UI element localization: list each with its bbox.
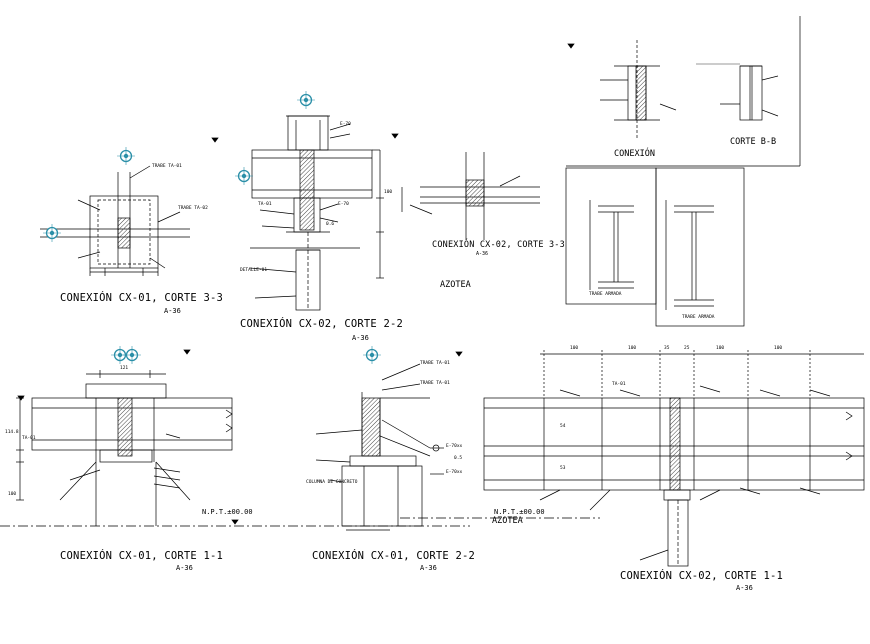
dim-100: 100 — [570, 346, 579, 351]
dim-54: 54 — [560, 424, 566, 429]
dim-0.6: 0.6 — [326, 222, 335, 227]
material-label: A-36 — [736, 584, 753, 592]
column-marker-icon — [116, 146, 136, 166]
label-trabe-armada: TRABE ARMADA — [589, 292, 622, 297]
label-columna-concreto: COLUMNA DE CONCRETO — [306, 480, 358, 485]
detail-cx02-corte-3-3 — [401, 152, 540, 240]
dim-121: 121 — [120, 366, 129, 371]
detail-cx01-corte-1-1 — [16, 370, 233, 526]
label-trabe-ta01: TRABE TA-01 — [420, 381, 450, 386]
detail-cx01-corte-3-3 — [40, 165, 190, 276]
detail-cx02-corte-2-2 — [249, 115, 384, 311]
label-ta01: TA-01 — [258, 202, 272, 207]
label-trabe-armada: TRABE ARMADA — [682, 315, 715, 320]
material-label: A-36 — [352, 334, 369, 342]
dim-114: 114.8 — [5, 430, 19, 435]
level-lines — [0, 517, 600, 527]
column-marker-icon — [296, 90, 316, 110]
dim-53: 53 — [560, 466, 566, 471]
dim-25: 25 — [684, 346, 690, 351]
detail-conexion — [566, 16, 801, 167]
material-label: A-36 — [176, 564, 193, 572]
label-e70: E-70 — [340, 122, 351, 127]
dim-35: 35 — [664, 346, 670, 351]
detail-trabe-armada — [565, 167, 745, 327]
label-e70: E-70 — [338, 202, 349, 207]
title-corte-b-b: CORTE B-B — [730, 137, 777, 147]
title-conexion: CONEXIÓN — [614, 149, 655, 159]
label-e70xx: E-70xx — [446, 470, 463, 475]
level-label-npt: N.P.T.±00.00 — [202, 508, 253, 516]
column-marker-icon — [122, 345, 142, 365]
label-trabe-ta01: TRABE TA-01 — [152, 164, 182, 169]
column-marker-icon — [362, 345, 382, 365]
title-cx01-corte-2-2: CONEXIÓN CX-01, CORTE 2-2 — [312, 550, 476, 562]
detail-cx02-corte-1-1 — [483, 350, 865, 567]
level-markers — [17, 43, 575, 525]
label-trabe-ta02: TRABE TA-02 — [178, 206, 208, 211]
dim-100: 100 — [774, 346, 783, 351]
title-cx01-corte-3-3: CONEXIÓN CX-01, CORTE 3-3 — [60, 292, 224, 304]
detail-cx01-corte-2-2 — [315, 363, 444, 531]
dim-100: 100 — [628, 346, 637, 351]
title-cx02-corte-3-3: CONEXIÓN CX-02, CORTE 3-3 — [432, 240, 565, 250]
dim-100: 100 — [384, 190, 393, 195]
column-marker-icon — [42, 223, 62, 243]
title-cx02-corte-2-2: CONEXIÓN CX-02, CORTE 2-2 — [240, 318, 404, 330]
level-label-azotea: AZOTEA — [440, 280, 471, 290]
level-label-azotea: AZOTEA — [492, 516, 523, 526]
level-label-npt: N.P.T.±00.00 — [494, 508, 545, 516]
label-detalle: DETALLE-01 — [240, 268, 268, 273]
title-cx02-corte-1-1: CONEXIÓN CX-02, CORTE 1-1 — [620, 570, 784, 582]
dim-100: 100 — [8, 492, 17, 497]
label-ta01: TA-01 — [612, 382, 626, 387]
label-ta01: TA-01 — [22, 436, 36, 441]
material-label: A-36 — [420, 564, 437, 572]
dim-100: 100 — [716, 346, 725, 351]
dim-0.5: 0.5 — [454, 456, 463, 461]
material-label: A-36 — [164, 307, 181, 315]
label-trabe-ta01: TRABE TA-01 — [420, 361, 450, 366]
label-e70xx: E-70xx — [446, 444, 463, 449]
detail-corte-b-b — [696, 63, 779, 121]
break-marks — [225, 409, 853, 461]
title-cx01-corte-1-1: CONEXIÓN CX-01, CORTE 1-1 — [60, 550, 224, 562]
column-marker-icon — [234, 166, 254, 186]
material-label: A-36 — [476, 251, 489, 257]
